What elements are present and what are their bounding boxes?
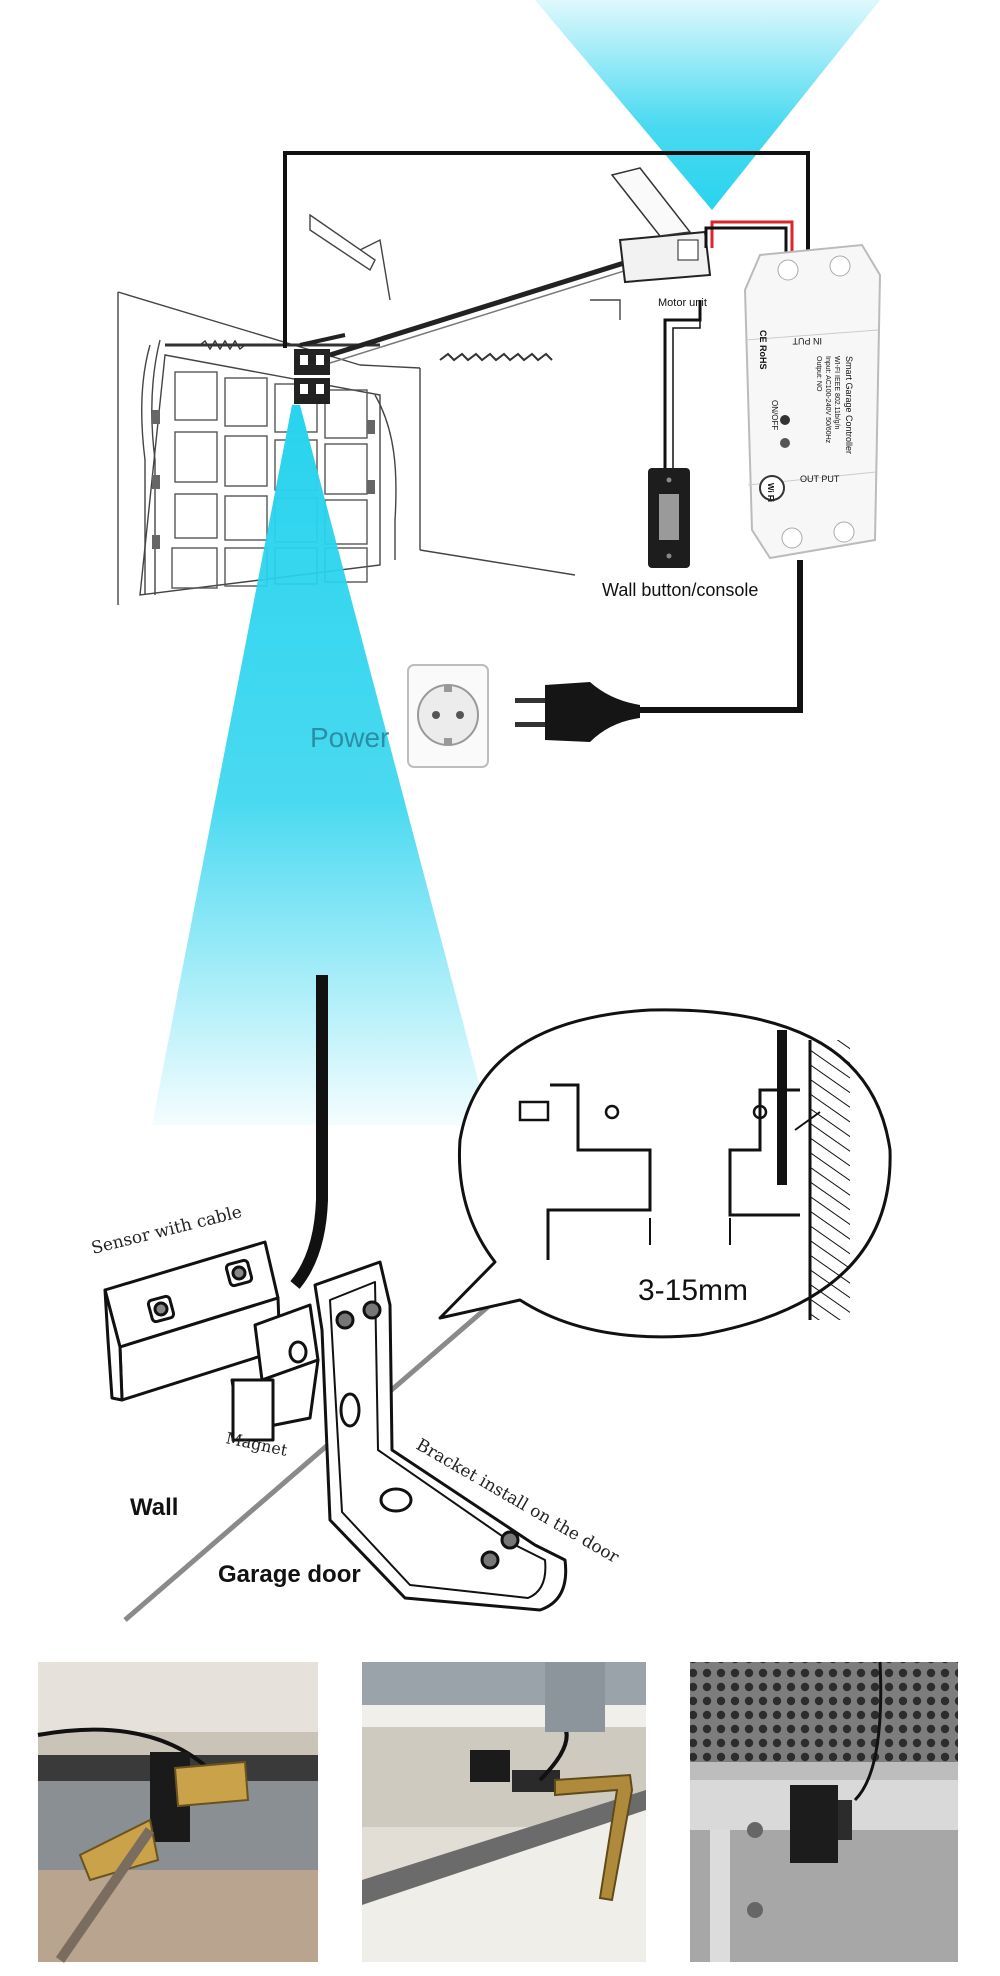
sensor-photo-right — [690, 1661, 958, 1962]
controller-spec-1: WI-FI IEEE 802.11b/g/n — [833, 356, 840, 430]
wifi-badge-text: Wi Fi — [766, 483, 775, 502]
door-sensor-block — [294, 349, 330, 404]
wall-button-label: Wall button/console — [602, 580, 758, 600]
sensor-photo-middle — [362, 1662, 646, 1962]
garage-door-illustration — [117, 213, 641, 605]
signal-beam-main — [152, 405, 490, 1125]
wifi-badge-icon — [759, 475, 785, 501]
power-outlet — [407, 664, 489, 768]
power-plug-icon — [515, 682, 640, 742]
wall-label: Wall — [130, 1494, 178, 1521]
power-label: Power — [310, 722, 389, 753]
signal-beam-top — [535, 0, 880, 210]
sensor-photo-left — [37, 1662, 318, 1963]
sensor-with-cable-label: Sensor with cable — [89, 1202, 244, 1259]
door-bracket — [313, 1260, 568, 1612]
motor-unit: Motor unit — [610, 167, 712, 309]
sensor-body — [103, 1240, 282, 1402]
gap-measurement-label: 3-15mm — [638, 1274, 748, 1307]
controller-spec-2: Input: AC100-240V 50/60Hz — [824, 356, 831, 444]
sensor-cable — [290, 975, 328, 1289]
smart-garage-controller: Smart Garage Controller WI-FI IEEE 802.1… — [743, 243, 882, 560]
gap-detail-callout: 3-15mm — [438, 1008, 892, 1339]
controller-cert-label: CE RoHS — [758, 330, 768, 370]
garage-door-label: Garage door — [218, 1561, 361, 1588]
wiring — [283, 151, 810, 713]
controller-output-label: OUT PUT — [800, 474, 840, 484]
magnet-body — [230, 1303, 320, 1442]
controller-input-label: IN PUT — [792, 336, 822, 346]
controller-onoff-label: ON/OFF — [770, 400, 779, 430]
wall-door-divider — [123, 1303, 492, 1622]
wall-button-console: Wall button/console — [602, 468, 758, 600]
motor-unit-label: Motor unit — [658, 297, 707, 309]
controller-title: Smart Garage Controller — [844, 356, 854, 454]
controller-spec-3: Output: NO — [815, 356, 822, 392]
